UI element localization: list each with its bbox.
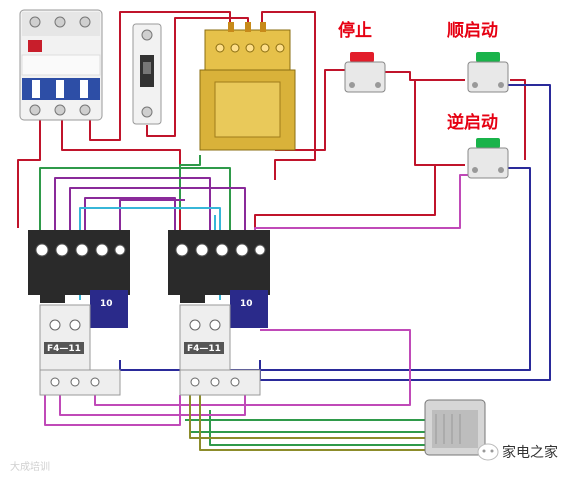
thermal-overload-relay-icon — [39, 369, 121, 396]
wire-magenta-1 — [44, 395, 181, 426]
control-transformer-icon — [199, 22, 296, 151]
stop-label: 停止 — [338, 20, 372, 41]
wire-blue-2 — [119, 167, 531, 371]
wechat-logo-icon — [477, 443, 499, 461]
watermark-right: 家电之家 — [502, 444, 558, 461]
overload-left-model: F4—11 — [47, 344, 81, 354]
wire-green-2 — [39, 167, 231, 240]
wire-red-10 — [510, 79, 526, 160]
stop-button[interactable] — [344, 52, 386, 93]
push-button-icon — [476, 138, 500, 148]
contactor-right-number: 10 — [240, 299, 253, 309]
wire-magenta-4 — [254, 174, 470, 240]
wire-red-3 — [89, 11, 231, 141]
wire-green-1 — [179, 155, 201, 210]
wire-purple-3 — [84, 197, 176, 240]
wire-red-9 — [254, 164, 465, 240]
overload-right-model: F4—11 — [187, 344, 221, 354]
wire-red-6 — [275, 69, 345, 151]
contactor-left-number: 10 — [100, 299, 113, 309]
wire-red-4 — [146, 17, 249, 137]
watermark-left: 大成培训 — [10, 460, 50, 473]
reverse-start-label: 逆启动 — [447, 112, 498, 133]
wire-red-7 — [385, 71, 465, 81]
wire-blue-1 — [259, 84, 551, 381]
contactor-right: 10 F4—11 — [168, 230, 270, 396]
push-button-icon — [350, 52, 374, 62]
three-pole-breaker-icon — [19, 9, 103, 121]
wire-magenta-3 — [94, 329, 411, 406]
forward-start-button[interactable] — [467, 52, 509, 93]
forward-start-label: 顺启动 — [447, 20, 498, 41]
wire-red-5 — [261, 11, 316, 180]
wire-red-1 — [17, 120, 41, 228]
push-button-icon — [476, 52, 500, 62]
single-pole-breaker-icon — [132, 23, 162, 125]
wire-olive-2 — [199, 395, 430, 451]
wire-olive-1 — [189, 395, 430, 439]
wire-purple-2 — [69, 187, 246, 240]
wire-purple-4 — [119, 199, 185, 240]
wire-green-5 — [209, 410, 430, 446]
reverse-start-button[interactable] — [467, 138, 509, 179]
motor-icon — [424, 399, 486, 456]
contactor-left: 10 F4—11 — [28, 230, 130, 396]
